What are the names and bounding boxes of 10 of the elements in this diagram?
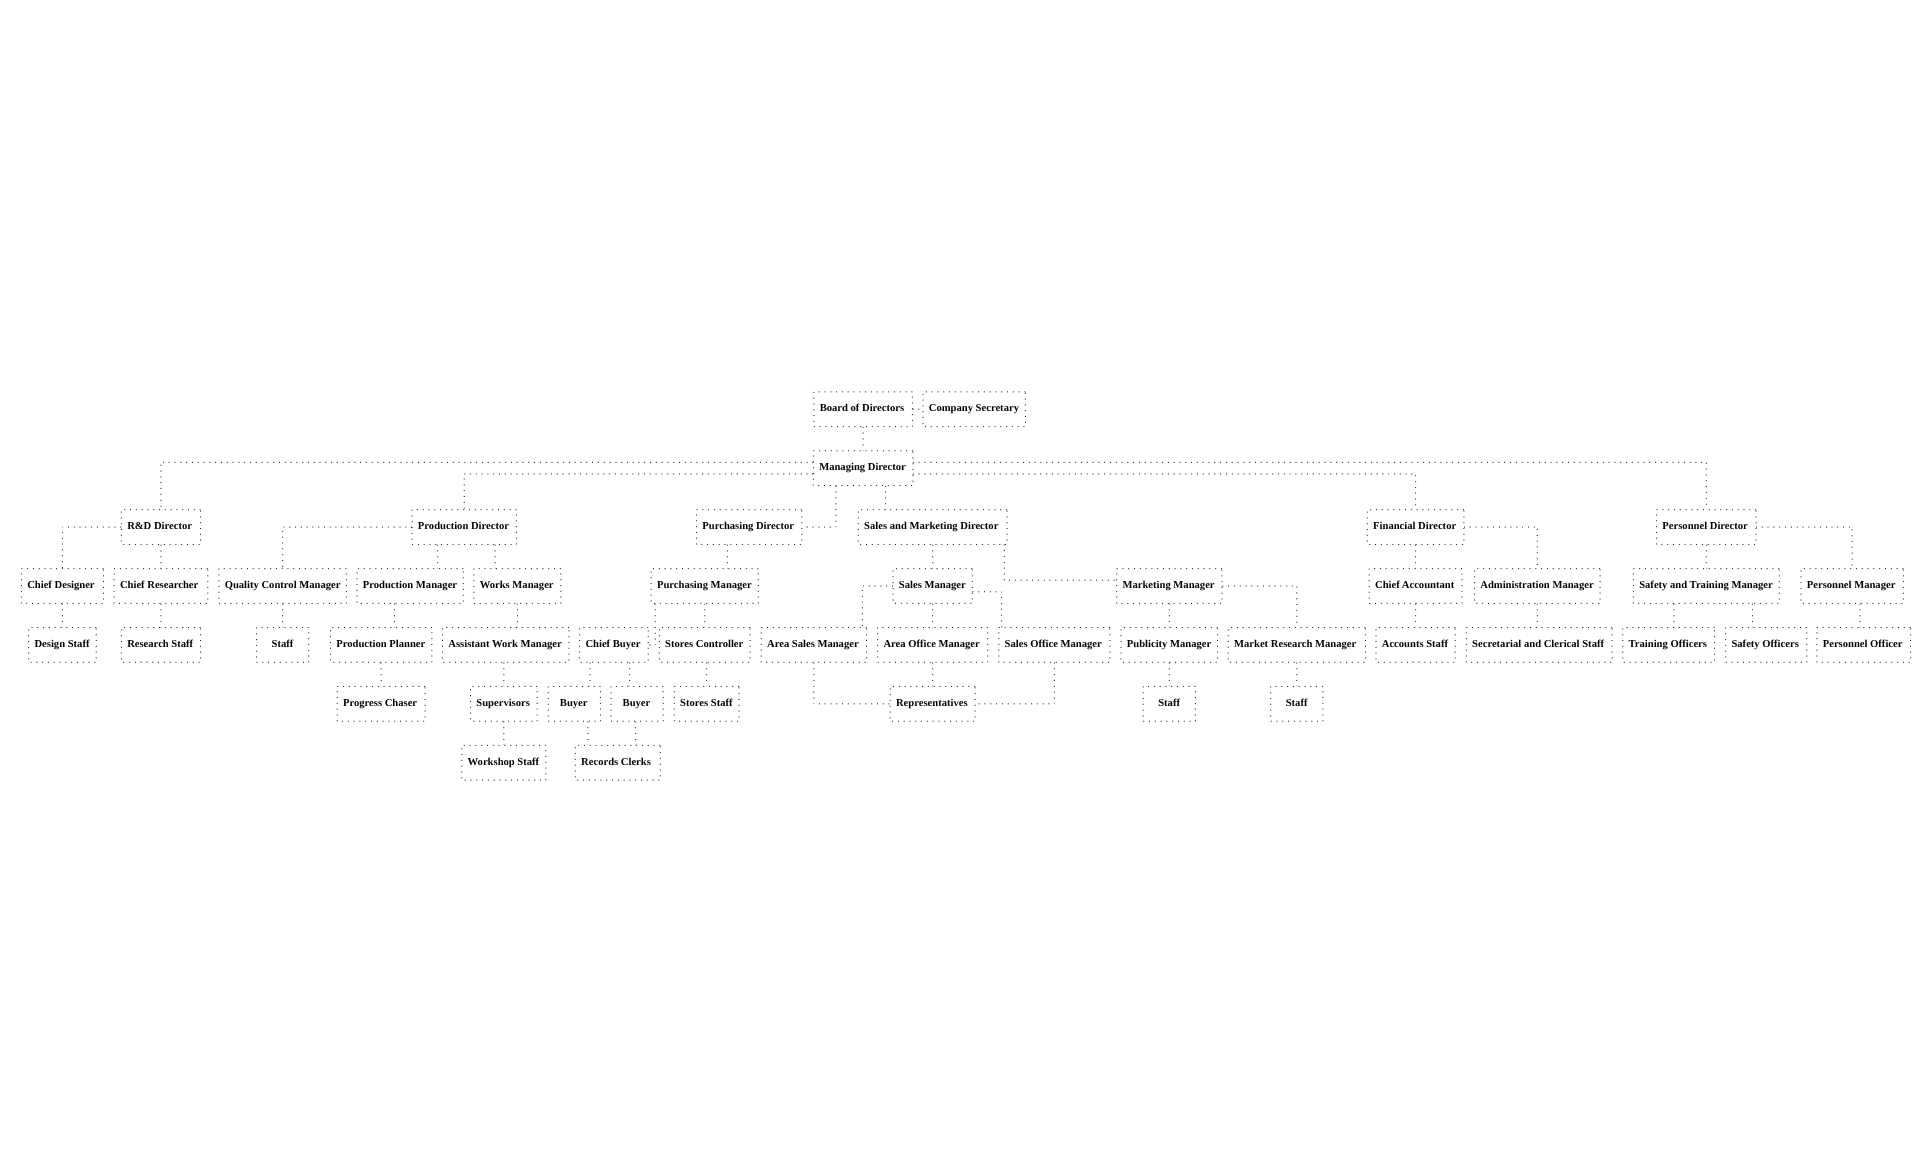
connector <box>974 661 1055 704</box>
connector <box>463 472 814 510</box>
connector <box>1221 584 1298 627</box>
connector <box>282 525 413 568</box>
connector <box>160 460 814 509</box>
connector <box>1463 525 1538 568</box>
connector <box>61 525 122 568</box>
connector <box>1755 525 1853 568</box>
connector <box>971 590 1003 627</box>
connector <box>1003 543 1118 580</box>
